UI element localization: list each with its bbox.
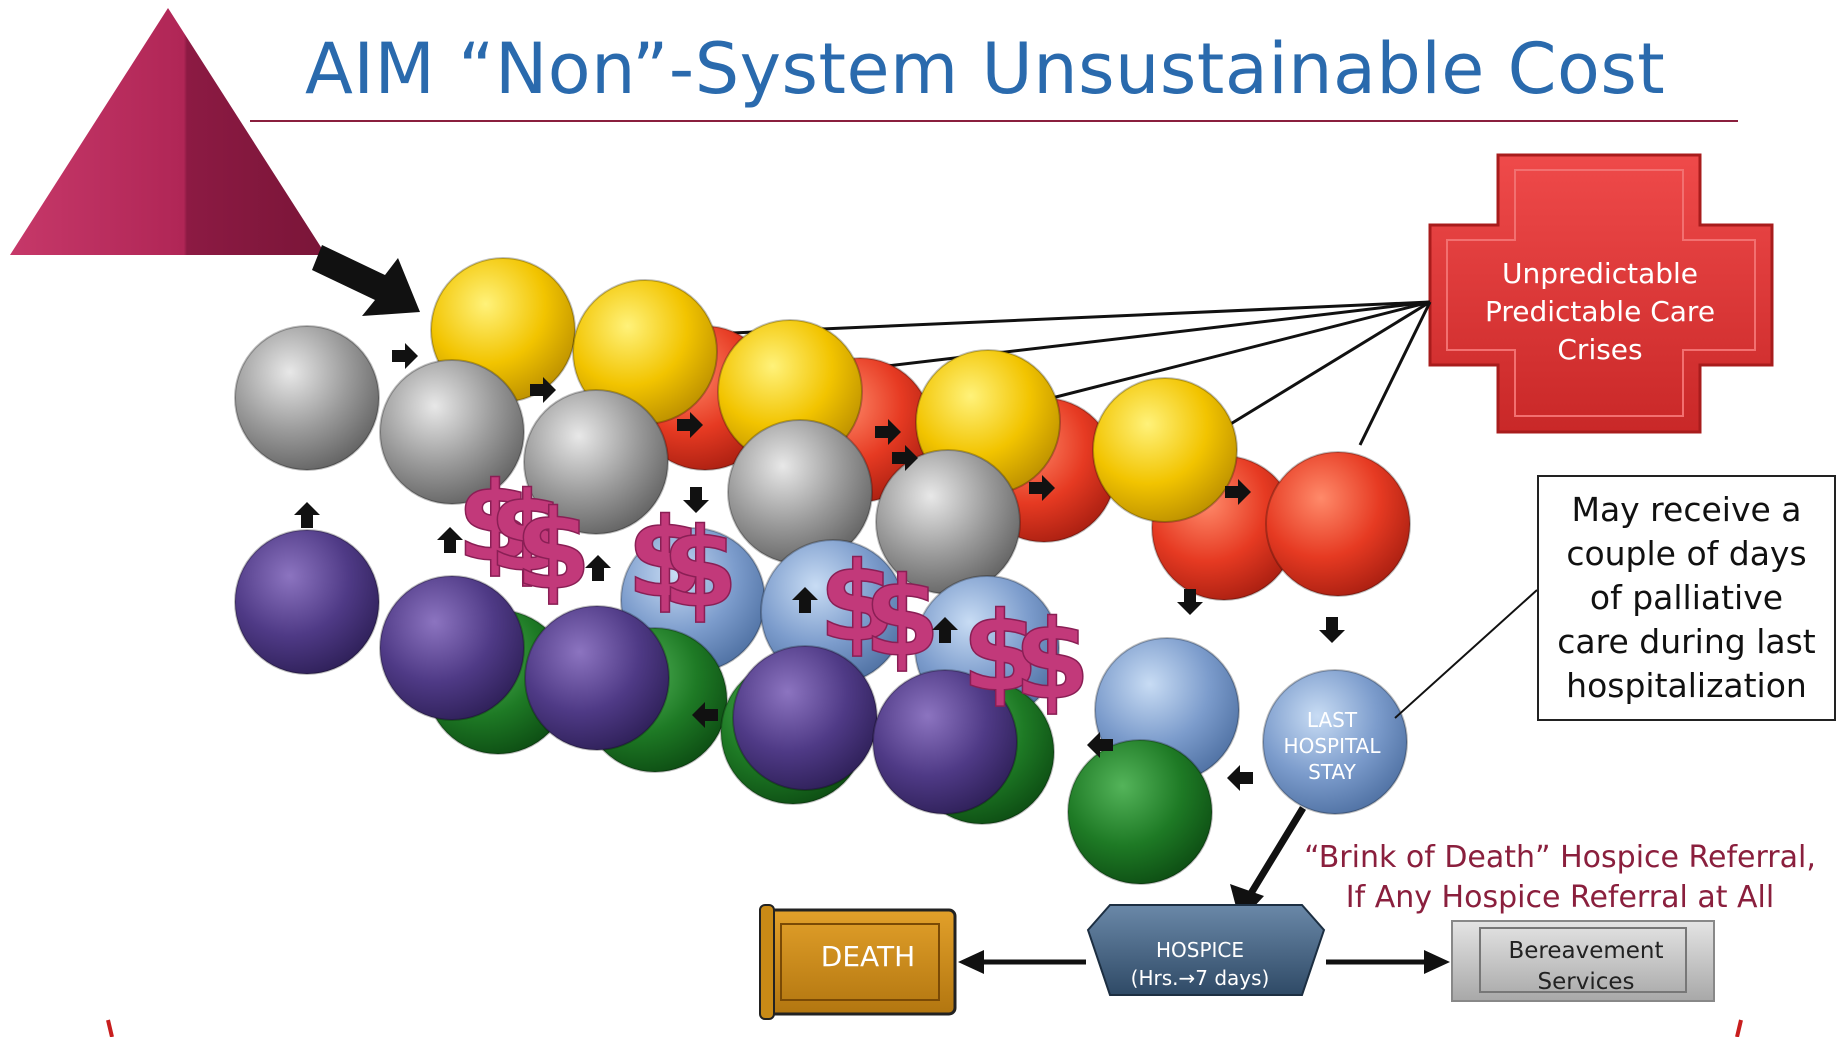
palliative-pointer bbox=[1394, 589, 1538, 719]
palliative-note-box: May receive a couple of days of palliati… bbox=[1537, 475, 1836, 721]
last-stay-line-3: STAY bbox=[1308, 760, 1356, 784]
purple-circle bbox=[379, 575, 525, 721]
cost-dollar-signs: $$$$$$$$$ bbox=[456, 457, 1091, 725]
bereavement-banner bbox=[1451, 920, 1715, 1002]
hospice-referral-note: “Brink of Death” Hospice Referral, If An… bbox=[1300, 838, 1820, 918]
crisis-line-1: Unpredictable bbox=[1502, 257, 1698, 290]
arrow-left-icon bbox=[692, 702, 718, 728]
arrow-down-icon bbox=[683, 487, 709, 513]
arrow-left-icon bbox=[1087, 732, 1113, 758]
pyramid-icon bbox=[10, 8, 326, 255]
arrow-right-icon bbox=[892, 445, 918, 471]
flow-arrows bbox=[294, 343, 1345, 791]
crisis-line-2: Predictable Care bbox=[1484, 295, 1716, 328]
dollar-sign: $ bbox=[515, 486, 592, 614]
care-circles bbox=[234, 257, 1411, 885]
gray-circle bbox=[379, 359, 525, 505]
arrow-right-icon bbox=[392, 343, 418, 369]
blue-circle bbox=[1262, 669, 1408, 815]
arrow-right-icon bbox=[530, 377, 556, 403]
dollar-sign: $ bbox=[962, 588, 1039, 716]
palliative-note-text: May receive a couple of days of palliati… bbox=[1557, 488, 1815, 708]
crisis-pointer-lines bbox=[731, 300, 1432, 446]
arrow-left-icon bbox=[1227, 765, 1253, 791]
purple-circle bbox=[524, 605, 670, 751]
bereavement-label: Bereavement Services bbox=[1466, 936, 1706, 998]
dollar-sign: $ bbox=[864, 553, 941, 681]
yellow-circle bbox=[1092, 377, 1238, 523]
arrow-right-icon bbox=[875, 419, 901, 445]
green-circle bbox=[1067, 739, 1213, 885]
crisis-line-3: Crises bbox=[1557, 333, 1643, 366]
referral-line-1: “Brink of Death” Hospice Referral, bbox=[1304, 840, 1816, 875]
death-label: DEATH bbox=[820, 940, 916, 973]
palliative-line-3: of palliative bbox=[1589, 578, 1784, 617]
dollar-sign: $ bbox=[457, 458, 534, 586]
palliative-line-2: couple of days bbox=[1566, 534, 1807, 573]
arrow-down-icon bbox=[1319, 617, 1345, 643]
page-title: AIM “Non”-System Unsustainable Cost bbox=[305, 28, 1666, 110]
entry-arrow bbox=[312, 245, 420, 316]
last-hospital-stay-label: LAST HOSPITAL STAY bbox=[1262, 707, 1402, 785]
palliative-line-5: hospitalization bbox=[1566, 666, 1807, 705]
last-stay-line-2: HOSPITAL bbox=[1283, 734, 1381, 758]
purple-circle bbox=[234, 529, 380, 675]
arrow-down-icon bbox=[1177, 589, 1203, 615]
arrow-up-icon bbox=[294, 502, 320, 528]
arrow-right-icon bbox=[677, 412, 703, 438]
crisis-label: Unpredictable Predictable Care Crises bbox=[1440, 255, 1760, 369]
dollar-sign: $ bbox=[489, 468, 566, 596]
gray-circle bbox=[234, 325, 380, 471]
dollar-sign: $ bbox=[662, 504, 739, 632]
hospice-line-2: (Hrs.→7 days) bbox=[1130, 966, 1270, 990]
death-scroll bbox=[759, 904, 957, 1020]
dollar-sign: $ bbox=[819, 538, 896, 666]
red-circle bbox=[1265, 451, 1411, 597]
bereavement-line-1: Bereavement bbox=[1508, 938, 1664, 964]
palliative-line-4: care during last bbox=[1557, 622, 1816, 661]
last-stay-line-1: LAST bbox=[1306, 708, 1358, 732]
gray-circle bbox=[523, 389, 669, 535]
referral-line-2: If Any Hospice Referral at All bbox=[1345, 880, 1775, 915]
purple-circle bbox=[872, 669, 1018, 815]
hospice-line-1: HOSPICE bbox=[1155, 938, 1245, 962]
arrow-up-icon bbox=[437, 527, 463, 553]
arrow-right-icon bbox=[1029, 475, 1055, 501]
hospice-badge bbox=[1086, 904, 1326, 996]
dollar-sign: $ bbox=[627, 494, 704, 622]
crisis-cross bbox=[1428, 153, 1774, 434]
bereavement-line-2: Services bbox=[1537, 969, 1635, 995]
arrow-right-icon bbox=[1225, 479, 1251, 505]
arrow-up-icon bbox=[932, 617, 958, 643]
hospice-label: HOSPICE (Hrs.→7 days) bbox=[1060, 936, 1340, 992]
outcome-arrows bbox=[958, 950, 1450, 974]
arrow-up-icon bbox=[585, 555, 611, 581]
palliative-line-1: May receive a bbox=[1571, 490, 1802, 529]
purple-circle bbox=[732, 645, 878, 791]
arrow-up-icon bbox=[792, 587, 818, 613]
dollar-sign: $ bbox=[1014, 596, 1091, 724]
slide-border-bracket bbox=[106, 1019, 1743, 1037]
